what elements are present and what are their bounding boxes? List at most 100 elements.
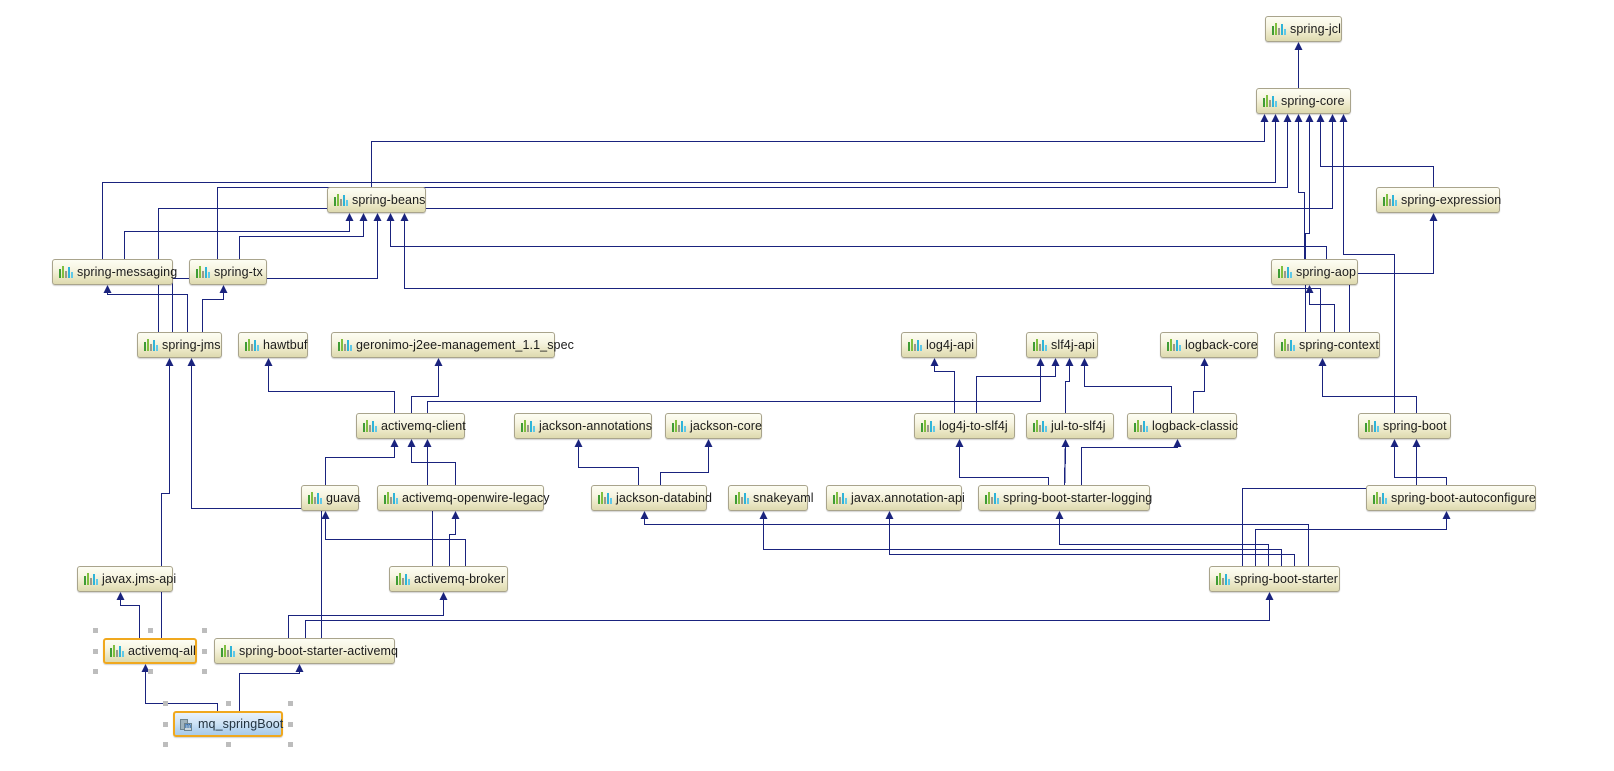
graph-node-jul-to-slf4j[interactable]: jul-to-slf4j xyxy=(1026,413,1114,439)
library-jar-icon xyxy=(1033,420,1047,432)
library-jar-icon xyxy=(338,339,352,351)
graph-node-snakeyaml[interactable]: snakeyaml xyxy=(728,485,814,511)
dependency-edge xyxy=(1083,366,1173,413)
library-jar-icon xyxy=(1373,492,1387,504)
dependency-edge xyxy=(1308,293,1336,332)
node-label: javax.annotation-api xyxy=(851,490,965,505)
library-jar-icon xyxy=(1383,194,1397,206)
graph-node-spring-core[interactable]: spring-core xyxy=(1256,88,1351,114)
graph-node-spring-boot-autoconfigure[interactable]: spring-boot-autoconfigure xyxy=(1366,485,1536,511)
node-label: javax.jms-api xyxy=(102,571,177,586)
library-jar-icon xyxy=(363,420,377,432)
node-label: jackson-databind xyxy=(616,490,713,505)
graph-node-log4j-api[interactable]: log4j-api xyxy=(901,332,977,358)
edge-arrowhead xyxy=(704,439,713,447)
graph-node-spring-jms[interactable]: spring-jms xyxy=(137,332,222,358)
edge-arrowhead xyxy=(930,358,939,366)
graph-node-logback-classic[interactable]: logback-classic xyxy=(1127,413,1239,439)
library-jar-icon xyxy=(1033,339,1047,351)
node-label: activemq-openwire-legacy xyxy=(402,490,550,505)
dependency-edge xyxy=(975,366,1057,413)
edge-arrowhead xyxy=(1390,439,1399,447)
graph-node-activemq-openwire-legacy[interactable]: activemq-openwire-legacy xyxy=(377,485,550,511)
node-label: spring-core xyxy=(1281,93,1345,108)
node-label: hawtbuf xyxy=(263,337,308,352)
library-jar-icon xyxy=(833,492,847,504)
dependency-edge xyxy=(1297,122,1306,259)
graph-node-spring-boot-starter[interactable]: spring-boot-starter xyxy=(1209,566,1340,592)
graph-node-activemq-all[interactable]: activemq-all xyxy=(103,638,197,664)
dependency-edge xyxy=(1321,366,1418,413)
library-jar-icon xyxy=(308,492,322,504)
graph-node-spring-boot[interactable]: spring-boot xyxy=(1358,413,1451,439)
graph-node-spring-tx[interactable]: spring-tx xyxy=(189,259,267,285)
library-jar-icon xyxy=(245,339,259,351)
edge-arrowhead xyxy=(321,511,330,519)
graph-node-javax.jms-api[interactable]: javax.jms-api xyxy=(77,566,177,592)
graph-node-spring-boot-starter-logging[interactable]: spring-boot-starter-logging xyxy=(978,485,1153,511)
graph-node-hawtbuf[interactable]: hawtbuf xyxy=(238,332,308,358)
library-jar-icon xyxy=(985,492,999,504)
graph-node-guava[interactable]: guava xyxy=(301,485,360,511)
edge-arrowhead xyxy=(885,511,894,519)
node-label: spring-boot xyxy=(1383,418,1447,433)
edge-arrowhead xyxy=(434,358,443,366)
graph-node-javax.annotation-api[interactable]: javax.annotation-api xyxy=(826,485,965,511)
dependency-edge xyxy=(643,519,1310,566)
library-jar-icon xyxy=(1278,266,1292,278)
dependency-edge xyxy=(888,519,1296,566)
edge-arrowhead xyxy=(400,213,409,221)
edge-arrowhead xyxy=(1328,114,1337,122)
graph-node-log4j-to-slf4j[interactable]: log4j-to-slf4j xyxy=(914,413,1015,439)
graph-node-jackson-core[interactable]: jackson-core xyxy=(665,413,762,439)
edge-arrowhead xyxy=(1316,114,1325,122)
node-label: spring-boot-starter-logging xyxy=(1003,490,1153,505)
graph-node-spring-beans[interactable]: spring-beans xyxy=(327,187,426,213)
graph-node-spring-context[interactable]: spring-context xyxy=(1274,332,1380,358)
graph-node-jackson-databind[interactable]: jackson-databind xyxy=(591,485,712,511)
dependency-edge xyxy=(389,221,1328,259)
dependency-edge xyxy=(659,447,710,485)
graph-node-spring-boot-starter-activemq[interactable]: spring-boot-starter-activemq xyxy=(214,638,398,664)
library-jar-icon xyxy=(921,420,935,432)
dependency-edge xyxy=(190,366,323,638)
edge-arrowhead xyxy=(955,439,964,447)
dependency-edge xyxy=(933,366,956,413)
edge-arrowhead xyxy=(386,213,395,221)
graph-node-slf4j-api[interactable]: slf4j-api xyxy=(1026,332,1098,358)
graph-node-activemq-broker[interactable]: activemq-broker xyxy=(389,566,508,592)
graph-node-spring-expression[interactable]: spring-expression xyxy=(1376,187,1502,213)
node-label: slf4j-api xyxy=(1051,337,1095,352)
node-label: activemq-all xyxy=(128,643,196,658)
edge-arrowhead xyxy=(264,358,273,366)
graph-node-geronimo-j2ee-management_1.1_spec[interactable]: geronimo-j2ee-management_1.1_spec xyxy=(331,332,574,358)
dependency-edge xyxy=(426,366,1042,413)
node-label: jul-to-slf4j xyxy=(1051,418,1106,433)
graph-node-spring-jcl[interactable]: spring-jcl xyxy=(1265,16,1342,42)
edge-arrowhead xyxy=(1260,114,1269,122)
dependency-edge xyxy=(238,221,365,259)
edge-arrowhead xyxy=(407,439,416,447)
edge-arrowhead xyxy=(359,213,368,221)
graph-node-spring-messaging[interactable]: spring-messaging xyxy=(52,259,177,285)
graph-node-jackson-annotations[interactable]: jackson-annotations xyxy=(514,413,652,439)
dependency-edge xyxy=(1241,447,1418,566)
node-label: spring-expression xyxy=(1401,192,1502,207)
edge-arrowhead xyxy=(439,592,448,600)
library-jar-icon xyxy=(196,266,210,278)
node-label: log4j-api xyxy=(926,337,975,352)
graph-node-spring-aop[interactable]: spring-aop xyxy=(1271,259,1358,285)
edge-arrowhead xyxy=(116,592,125,600)
graph-node-activemq-client[interactable]: activemq-client xyxy=(356,413,466,439)
edge-arrowhead xyxy=(219,285,228,293)
node-label: activemq-client xyxy=(381,418,466,433)
library-jar-icon xyxy=(384,492,398,504)
dependency-edge xyxy=(762,519,1283,566)
graph-node-logback-core[interactable]: logback-core xyxy=(1160,332,1258,358)
node-label: logback-classic xyxy=(1152,418,1239,433)
dependency-edge xyxy=(448,519,457,566)
edge-arrowhead xyxy=(1173,439,1182,447)
dependency-edge xyxy=(1080,446,1179,485)
